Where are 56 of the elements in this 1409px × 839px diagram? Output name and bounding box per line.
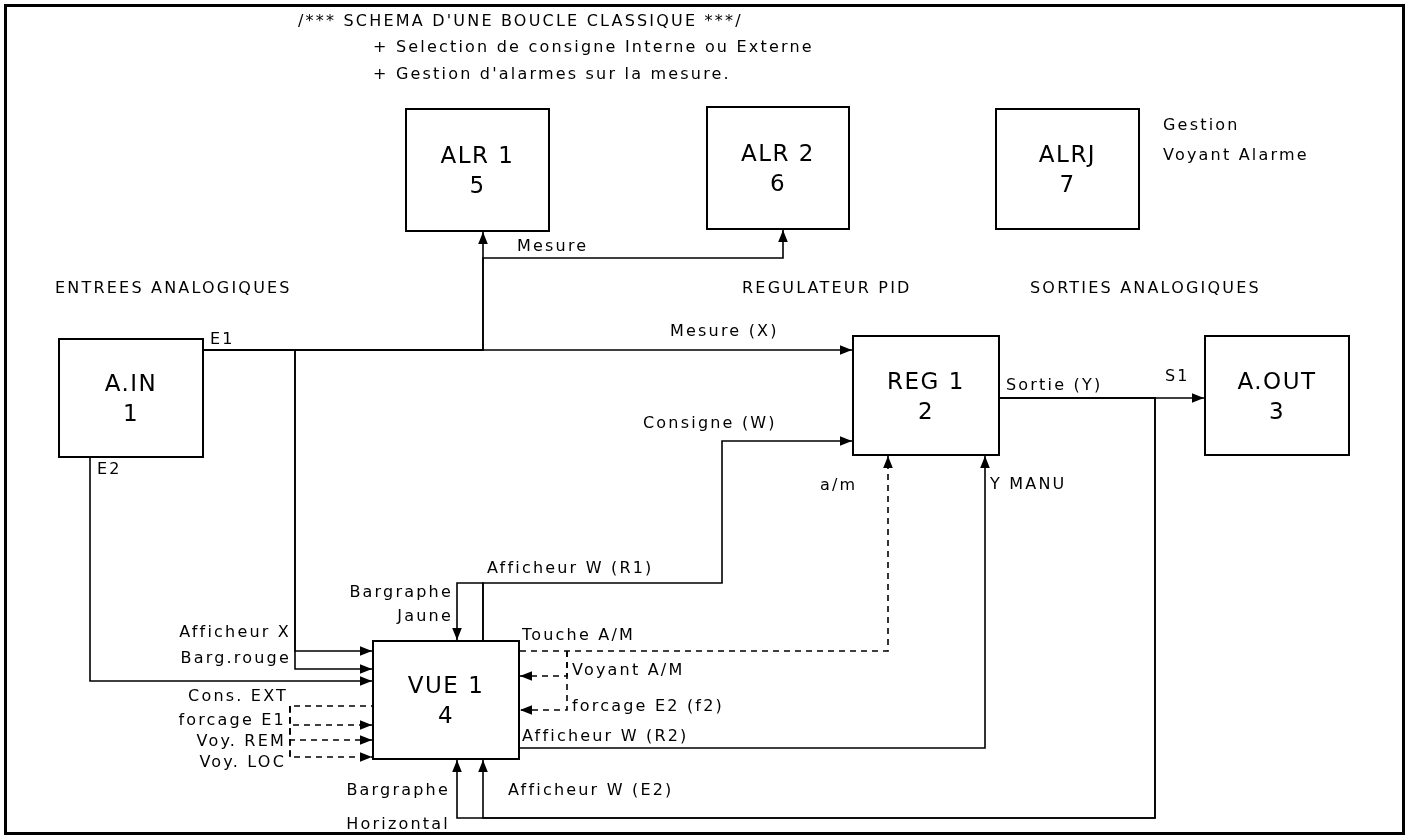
- block-label: ALR 2: [741, 139, 815, 168]
- function-block: [58, 338, 204, 458]
- block-label: ALRJ: [1038, 140, 1097, 169]
- edge-label: Afficheur W (R2): [522, 726, 689, 745]
- block-label: 6: [769, 169, 787, 198]
- edge-label: Touche A/M: [522, 625, 635, 644]
- dashed-arrow: [519, 650, 568, 715]
- block-label: 3: [1268, 396, 1286, 426]
- edge-label: Voy. REM: [195, 731, 286, 750]
- block-label: 1: [122, 399, 140, 428]
- edge-label: Voy. LOC: [198, 752, 286, 771]
- edge-label: Cons. EXT: [187, 686, 288, 705]
- arrow: [452, 582, 484, 641]
- edge-label: Sortie (Y): [1006, 375, 1103, 394]
- diagram-title: /*** SCHEMA D'UNE BOUCLE CLASSIQUE ***/: [298, 11, 743, 30]
- function-block: [405, 108, 550, 232]
- edge-label: forcage E2 (f2): [572, 696, 724, 715]
- signal-label: Y MANU: [990, 474, 1067, 493]
- signal-label: Bargraphe Jaune: [348, 581, 453, 627]
- block-label: REG 1: [887, 366, 965, 396]
- block-label: A.OUT: [1237, 366, 1317, 396]
- edge-label: Consigne (W): [643, 413, 777, 432]
- function-block: [372, 640, 520, 760]
- dashed-arrow: [519, 455, 893, 652]
- signal-label: E1: [210, 329, 235, 348]
- block-label: 2: [917, 396, 935, 426]
- edge-label: Afficheur W (R1): [487, 558, 654, 577]
- block-label: 4: [437, 701, 455, 730]
- edge-label: Afficheur W (E2): [508, 780, 674, 799]
- edge-label: Mesure: [517, 236, 589, 255]
- section-heading: SORTIES ANALOGIQUES: [1030, 278, 1261, 297]
- section-heading: REGULATEUR PID: [742, 278, 912, 297]
- edge-label: Voyant A/M: [572, 660, 685, 679]
- section-heading: ENTREES ANALOGIQUES: [55, 278, 292, 297]
- function-block: [852, 335, 1000, 456]
- function-block: [995, 108, 1140, 230]
- arrow: [519, 455, 990, 749]
- block-label: ALR 1: [440, 141, 515, 170]
- block-label: 7: [1059, 170, 1076, 199]
- signal-label: S1: [1165, 366, 1190, 385]
- subtitle-text: + Selection de consigne Interne ou Externe: [373, 37, 814, 56]
- function-block: [1204, 335, 1350, 456]
- function-block: [706, 106, 850, 230]
- edge-label: Barg.rouge: [179, 648, 291, 667]
- block-label: A.IN: [104, 369, 158, 398]
- edge-label: forcage E1: [177, 710, 286, 729]
- edge-label: Afficheur X: [178, 622, 291, 641]
- edge-label: Bargraphe Horizontal: [345, 779, 450, 835]
- signal-label: E2: [97, 459, 122, 478]
- edge-label: Mesure (X): [670, 321, 779, 340]
- arrow: [89, 457, 373, 686]
- subtitle-text: + Gestion d'alarmes sur la mesure.: [373, 64, 731, 83]
- block-label: 5: [469, 171, 486, 200]
- block-label: VUE 1: [407, 671, 485, 700]
- block-note: Gestion Voyant Alarme: [1163, 114, 1310, 166]
- signal-label: a/m: [820, 475, 858, 494]
